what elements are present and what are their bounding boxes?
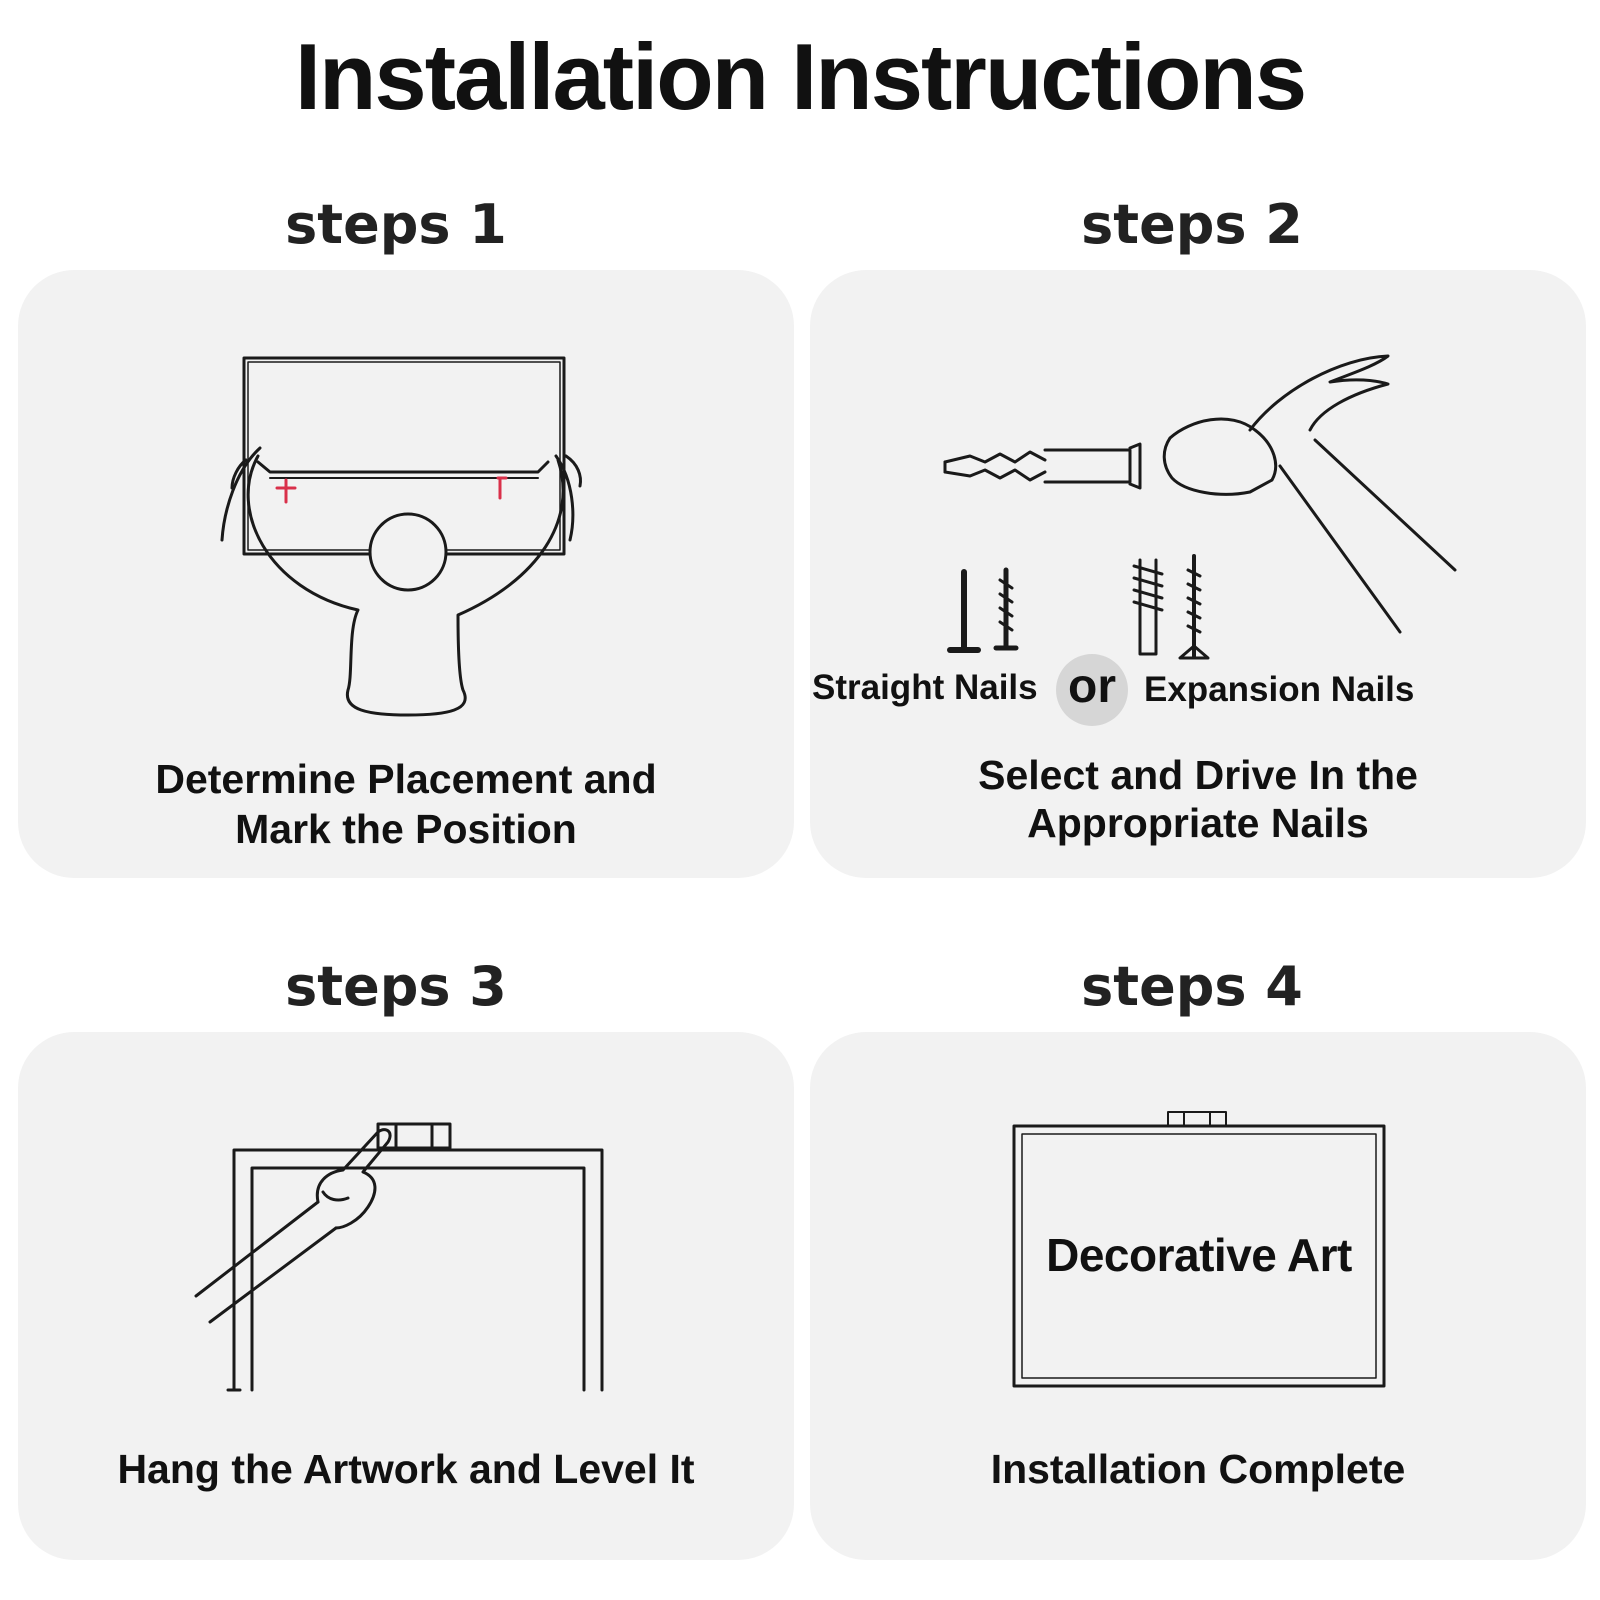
hammer-and-nails-icon bbox=[943, 354, 1457, 660]
step-3-heading: steps 3 bbox=[285, 955, 507, 1018]
decorative-art-label: Decorative Art bbox=[1046, 1229, 1352, 1281]
finished-frame-icon bbox=[1012, 1111, 1386, 1388]
step-1-caption-line-2: Mark the Position bbox=[235, 806, 577, 852]
step-4-caption: Installation Complete bbox=[990, 1446, 1406, 1492]
straight-nails-label: Straight Nails bbox=[812, 668, 1038, 707]
expansion-nails-label: Expansion Nails bbox=[1144, 670, 1415, 709]
step-3-caption: Hang the Artwork and Level It bbox=[117, 1446, 695, 1492]
step-3-card: Hang the Artwork and Level It bbox=[18, 1032, 794, 1560]
step-4-heading: steps 4 bbox=[1081, 955, 1303, 1018]
step-2-caption-line-1: Select and Drive In the bbox=[978, 752, 1418, 798]
step-1-heading: steps 1 bbox=[285, 193, 507, 256]
step-1-card: Determine Placement and Mark the Positio… bbox=[18, 270, 794, 878]
step-2-caption-line-2: Appropriate Nails bbox=[1027, 800, 1369, 846]
step-1-caption-line-1: Determine Placement and bbox=[155, 756, 657, 802]
step-2-heading: steps 2 bbox=[1081, 193, 1303, 256]
step-4-card: Decorative Art Installation Complete bbox=[810, 1032, 1586, 1560]
hand-leveling-frame-icon bbox=[194, 1122, 604, 1392]
page-title: Installation Instructions bbox=[294, 24, 1307, 129]
person-holding-frame-icon bbox=[220, 356, 582, 717]
step-2-card: Straight Nails or Expansion Nails Select… bbox=[810, 270, 1586, 878]
or-badge: or bbox=[1056, 654, 1128, 726]
